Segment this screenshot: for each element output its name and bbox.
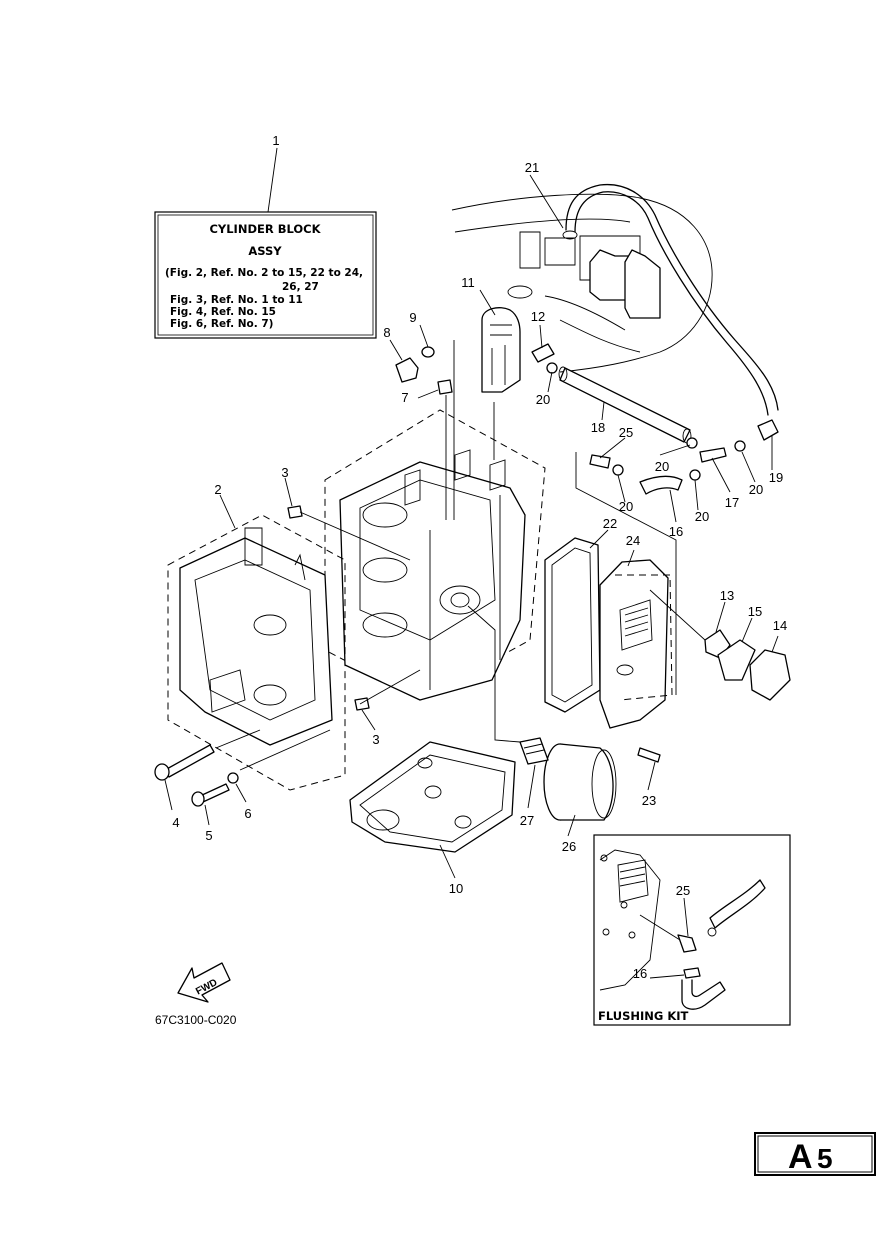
callout-27: 27 [520,813,534,828]
fwd-arrow-icon: FWD [177,962,231,1003]
cover-24 [599,559,673,729]
hose-clips-20 [546,362,746,481]
fitting-25 [589,454,611,469]
joint-17 [699,447,727,463]
callout-8: 8 [383,325,390,340]
cylinder-block [324,409,546,701]
callout-7: 7 [401,390,408,405]
plug-8 [395,357,419,383]
callout-17: 17 [725,495,739,510]
callout-18: 18 [591,420,605,435]
callout-23: 23 [642,793,656,808]
callout-9: 9 [409,310,416,325]
info-box-line-3: Fig. 3, Ref. No. 1 to 11 [170,294,303,306]
water-hose-18 [558,366,779,444]
callout-4: 4 [172,815,179,830]
bolt-23 [637,747,661,763]
info-box-line-1: (Fig. 2, Ref. No. 2 to 15, 22 to 24, [165,267,363,279]
callout-12: 12 [531,309,545,324]
callout-20c: 20 [619,499,633,514]
washer-9 [421,346,435,358]
thermostat-cover-14 [749,649,791,701]
figure-code: 67C3100-C020 [155,1013,237,1027]
info-box: CYLINDER BLOCK ASSY (Fig. 2, Ref. No. 2 … [154,211,377,339]
page-tag-number: 5 [817,1143,833,1174]
bolt-12 [531,343,555,363]
callout-1: 1 [272,133,279,148]
callout-21: 21 [525,160,539,175]
bolt-5 [191,783,230,807]
info-box-line-4: Fig. 4, Ref. No. 15 [170,306,276,318]
flushing-kit-callout-16: 16 [633,966,647,981]
callout-13: 13 [720,588,734,603]
callout-11: 11 [461,275,475,290]
crankcase-2 [167,514,346,791]
grommet-7 [437,379,453,395]
callout-20e: 20 [749,482,763,497]
callout-2: 2 [214,482,221,497]
gasket-10 [349,741,516,853]
callout-14: 14 [773,618,787,633]
callout-3a: 3 [281,465,288,480]
flushing-kit-callout-25: 25 [676,883,690,898]
info-box-subtitle: ASSY [248,244,282,258]
dowel-pin-3a [287,505,303,519]
callout-10: 10 [449,881,463,896]
gasket-15 [717,639,756,681]
callout-6: 6 [244,806,251,821]
callout-19: 19 [769,470,783,485]
hose-guide-11 [481,307,521,393]
callout-3b: 3 [372,732,379,747]
bolt-4 [154,744,215,781]
callout-16: 16 [669,524,683,539]
callout-15: 15 [748,604,762,619]
callout-20d: 20 [695,509,709,524]
callout-24: 24 [626,533,640,548]
callout-26: 26 [562,839,576,854]
info-box-line-2: 26, 27 [282,281,319,293]
gasket-22 [544,537,601,713]
flushing-kit-title: FLUSHING KIT [598,1009,689,1023]
info-box-line-5: Fig. 6, Ref. No. 7) [170,318,273,330]
washer-6 [227,772,239,784]
callout-20a: 20 [536,392,550,407]
callout-20b: 20 [655,459,669,474]
hose-16 [639,475,683,495]
leader-lines [164,147,779,879]
engine-outline [451,183,779,416]
info-box-title: CYLINDER BLOCK [209,222,321,236]
callout-numbers: 1 21 11 12 9 8 20 7 18 25 20 19 20 17 20… [172,133,787,896]
callout-5: 5 [205,828,212,843]
callout-25: 25 [619,425,633,440]
union-27 [519,737,549,765]
page-tag: A 5 [754,1132,876,1176]
callout-22: 22 [603,516,617,531]
oil-filter-26 [543,743,617,821]
page-tag-letter: A [788,1138,813,1176]
flushing-kit-inset: 25 16 FLUSHING KIT [593,834,791,1026]
